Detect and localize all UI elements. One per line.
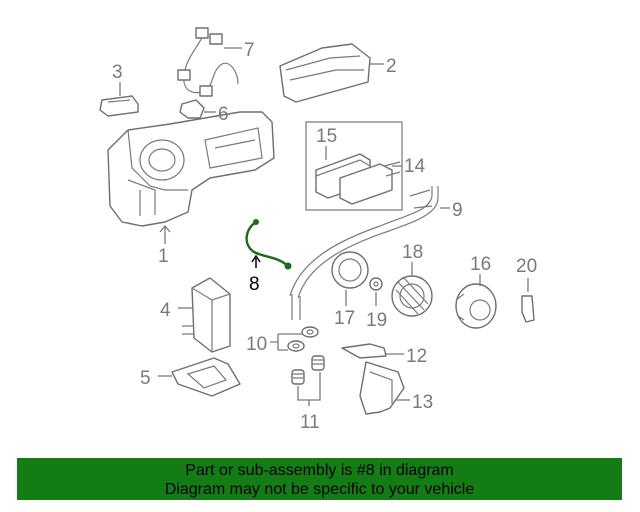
part-13-cover[interactable] <box>359 361 405 415</box>
callout-9: 9 <box>452 200 463 221</box>
callout-17: 17 <box>334 308 355 329</box>
parts-diagram: 1 2 3 4 5 6 7 8 9 10 11 12 13 14 15 16 1… <box>99 27 537 433</box>
leader-11 <box>297 372 321 406</box>
part-1-housing[interactable] <box>107 111 275 227</box>
callout-11: 11 <box>300 412 320 433</box>
callout-8: 8 <box>249 274 260 295</box>
part-10-grommets[interactable] <box>287 326 319 352</box>
leader-10 <box>270 333 302 351</box>
callout-20: 20 <box>516 256 537 277</box>
footer-line-1: Part or sub-assembly is #8 in diagram <box>185 462 454 479</box>
callout-5: 5 <box>140 368 151 389</box>
callout-16: 16 <box>470 254 491 275</box>
callout-10: 10 <box>246 334 267 355</box>
leader-8-arrow <box>251 254 261 263</box>
part-8-hose[interactable] <box>245 219 292 270</box>
callout-4: 4 <box>160 300 171 321</box>
callout-15: 15 <box>316 126 337 147</box>
callout-14: 14 <box>404 156 426 177</box>
callout-18: 18 <box>402 242 423 263</box>
part-2-duct[interactable] <box>279 43 371 103</box>
part-16-motor[interactable] <box>455 283 497 329</box>
footer-banner: Part or sub-assembly is #8 in diagram Di… <box>17 458 622 500</box>
part-6-clip[interactable] <box>179 99 205 119</box>
leader-1-arrow <box>159 224 171 233</box>
part-4-module[interactable] <box>182 277 231 353</box>
part-5-tray[interactable] <box>171 357 241 397</box>
callout-3: 3 <box>112 62 123 83</box>
part-12-bracket[interactable] <box>341 343 387 359</box>
part-7-harness[interactable] <box>177 27 239 97</box>
callout-13: 13 <box>412 392 433 413</box>
footer-line-2: Diagram may not be specific to your vehi… <box>164 481 475 498</box>
callout-1: 1 <box>158 246 169 267</box>
part-20-clip[interactable] <box>521 295 535 323</box>
part-19-washer[interactable] <box>369 277 383 291</box>
callout-7: 7 <box>244 40 255 61</box>
callout-12: 12 <box>406 346 427 367</box>
part-3-pad[interactable] <box>99 95 139 117</box>
callout-19: 19 <box>366 310 387 331</box>
callout-2: 2 <box>386 56 397 77</box>
callout-6: 6 <box>218 104 229 125</box>
part-18-wheel[interactable] <box>391 275 433 317</box>
part-9-lines[interactable] <box>289 186 439 320</box>
part-17-ring[interactable] <box>331 251 369 289</box>
part-14-core[interactable] <box>339 161 401 205</box>
part-11-caps[interactable] <box>291 355 325 385</box>
